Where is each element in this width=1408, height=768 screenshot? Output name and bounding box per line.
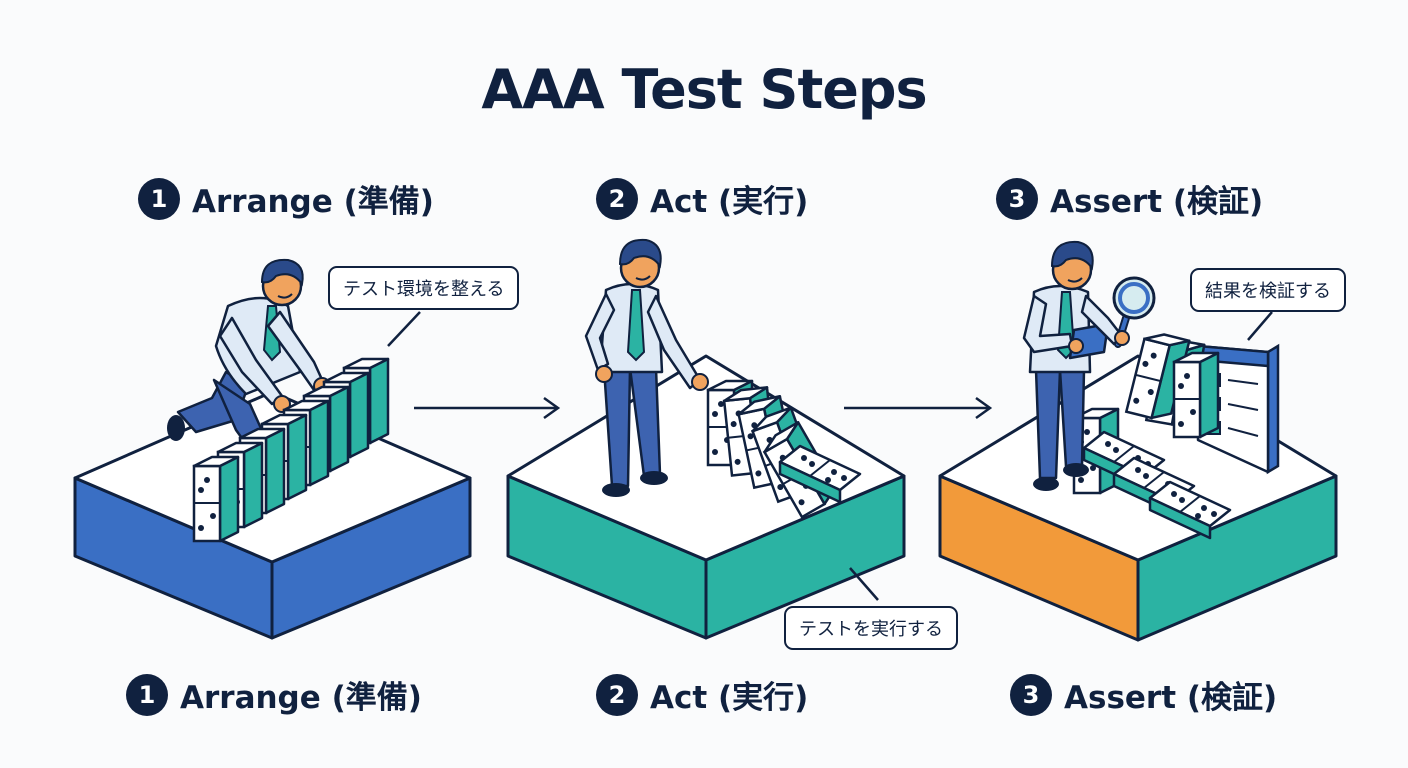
step-label: Act (実行) [650, 680, 809, 716]
step-number-badge: 3 [996, 177, 1038, 220]
step-label: Arrange (準備) [192, 184, 434, 220]
arrow-act-to-assert [844, 396, 993, 420]
page-title: AAA Test Steps [481, 58, 927, 121]
step-label: Arrange (準備) [180, 680, 422, 716]
step-number-badge: 1 [138, 177, 180, 220]
arrow-arrange-to-act [414, 396, 561, 420]
step-header-assert: 3 Assert (検証) [996, 176, 1263, 221]
step-number-badge: 2 [596, 673, 638, 716]
magnifier-icon [1112, 276, 1156, 348]
bubble-arrange: テスト環境を整える [328, 266, 520, 310]
bubble-pointer-assert [1247, 311, 1273, 341]
step-header-arrange: 1 Arrange (準備) [138, 176, 434, 221]
step-footer-assert: 3 Assert (検証) [1010, 672, 1277, 717]
step-label: Act (実行) [650, 184, 809, 220]
step-number-badge: 1 [126, 673, 168, 716]
bubble-pointer-act [849, 567, 879, 601]
person-inspecting-icon [1022, 240, 1124, 491]
step-footer-arrange: 1 Arrange (準備) [126, 672, 422, 717]
step-header-act: 2 Act (実行) [596, 176, 808, 221]
bubble-assert: 結果を検証する [1190, 268, 1346, 312]
step-number-badge: 2 [596, 177, 638, 220]
person-pushing-icon [584, 238, 709, 497]
step-number-badge: 3 [1010, 673, 1052, 716]
step-label: Assert (検証) [1064, 680, 1278, 716]
bubble-pointer-arrange [387, 311, 421, 347]
step-footer-act: 2 Act (実行) [596, 672, 808, 717]
step-label: Assert (検証) [1050, 184, 1264, 220]
act-platform [506, 354, 906, 640]
bubble-act: テストを実行する [784, 606, 958, 650]
